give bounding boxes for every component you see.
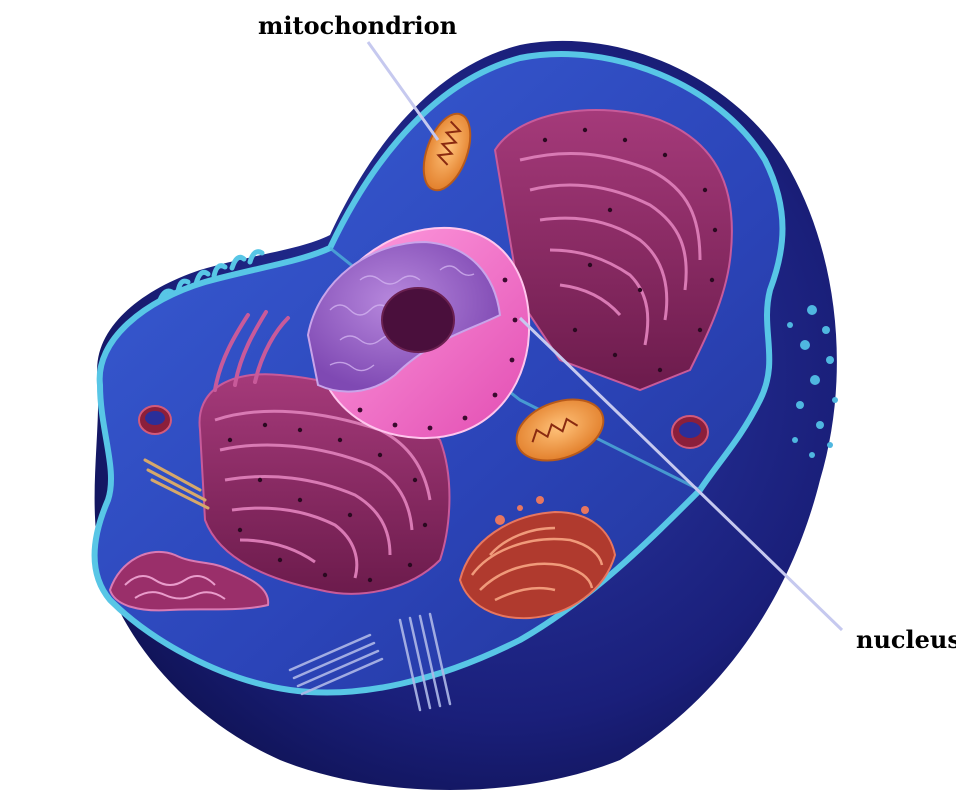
nucleolus: [382, 288, 454, 352]
small-vesicle-left: [139, 406, 171, 434]
small-vesicle-right: [672, 416, 708, 448]
label-mitochondrion: mitochondrion: [258, 14, 457, 38]
label-nucleus: nucleus: [856, 628, 956, 652]
